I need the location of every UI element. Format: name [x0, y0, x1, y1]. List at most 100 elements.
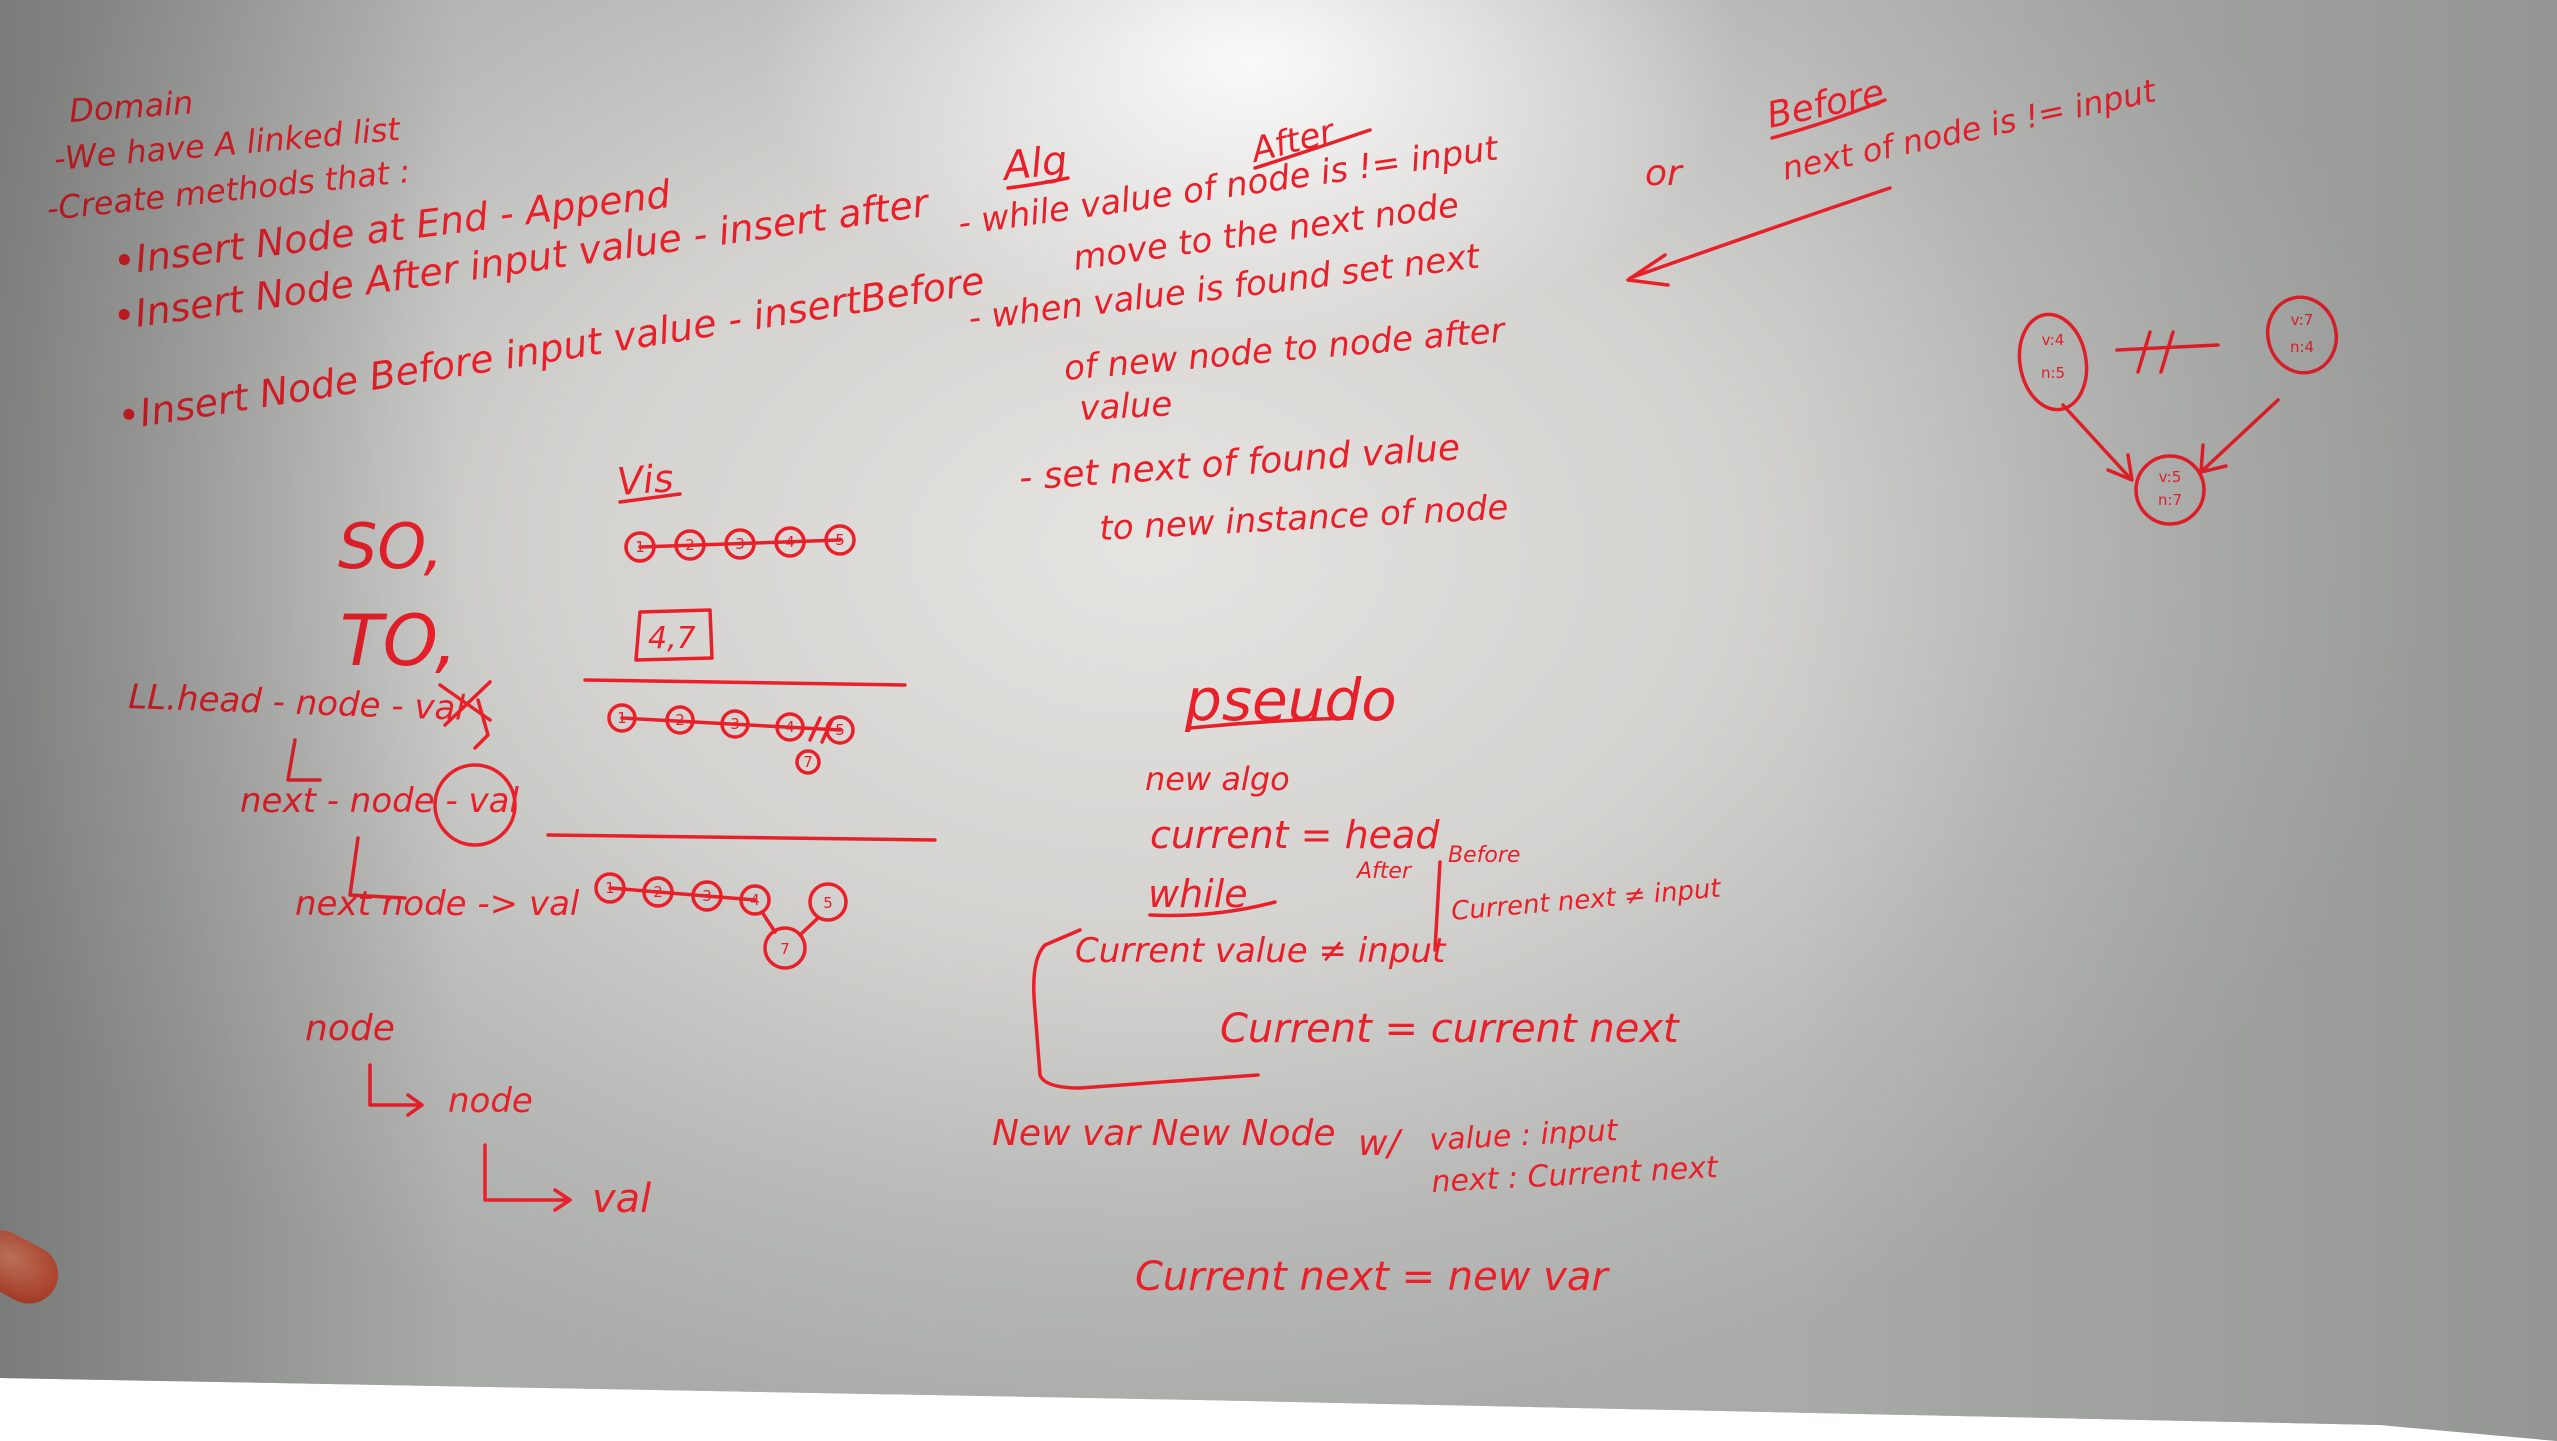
vis-row1-node-2	[674, 529, 706, 561]
vis-section: Vis 1 2 3 4 5 4,7 1 2 3	[546, 456, 937, 970]
side-break-marks	[2136, 330, 2175, 374]
vis-row3-node-2-label: 2	[653, 883, 663, 901]
pseudo-value-line: value : input	[1429, 1113, 1620, 1158]
node-chain-val: val	[592, 1176, 651, 1222]
vis-row2-node-4	[775, 712, 805, 742]
vis-row1-node-4	[774, 526, 806, 558]
pseudo-title-underline	[1188, 716, 1352, 730]
vis-row2-node-1	[607, 703, 637, 733]
pseudo-cond-before: Current next ≠ input	[1450, 873, 1723, 927]
ll-line-1: LL.head - node - val	[128, 677, 466, 729]
vis-row1-node-4-label: 4	[785, 533, 795, 551]
domain-title: Domain	[68, 83, 195, 130]
before-arrow	[1628, 186, 1892, 280]
vis-row2-break	[808, 716, 834, 744]
side-node-b	[2265, 295, 2339, 375]
node-chain-1: node	[305, 1008, 395, 1049]
side-arrowhead-b	[2199, 443, 2228, 474]
vis-row2-node-4-label: 4	[785, 718, 795, 736]
pseudo-loop-bracket	[1032, 928, 1260, 1090]
side-arrow-a-to-c	[2061, 403, 2132, 480]
vis-row3-node-2	[642, 876, 674, 908]
side-node-b-next: n:4	[2290, 338, 2314, 356]
alg-title-underline	[1006, 176, 1070, 190]
vis-row3-node-4-label: 4	[750, 891, 760, 909]
before-arrowhead	[1626, 253, 1670, 287]
alg-step-3a: - set next of found value	[1018, 427, 1462, 499]
alg-or-text: or	[1645, 153, 1684, 194]
vis-row1-node-5-label: 5	[835, 531, 845, 549]
node-chain-arrow-1	[368, 1063, 424, 1117]
vis-row2-node-5-label: 5	[835, 721, 845, 739]
ll-line-2: next - node - val	[240, 781, 519, 821]
side-arrow-b-to-c	[2201, 398, 2280, 472]
alg-before-underline	[1770, 98, 1887, 140]
pseudo-body: Current = current next	[1220, 1006, 1680, 1052]
vis-row1-node-1-label: 1	[635, 538, 645, 556]
side-node-a-next: n:5	[2041, 364, 2065, 382]
pseudo-after-label: After	[1355, 859, 1413, 884]
to-text: TO,	[340, 600, 457, 682]
pseudo-before-label: Before	[1448, 843, 1520, 868]
pseudo-line-1: new algo	[1145, 760, 1290, 798]
vis-row3-inserted-node	[763, 926, 807, 970]
ll-val-circle	[433, 763, 517, 847]
vis-row2-node-1-label: 1	[617, 709, 627, 727]
ll-corner-1	[286, 738, 322, 782]
pseudo-line-2: current = head	[1150, 813, 1440, 857]
pseudo-title: pseudo	[1184, 666, 1397, 734]
node-chain-arrow-2	[483, 1143, 572, 1212]
pseudo-while-underline	[1148, 900, 1277, 918]
vis-row3-node-1	[594, 872, 626, 904]
vis-divider-1	[583, 678, 907, 687]
vis-row1-line	[638, 538, 842, 549]
side-node-c-value: v:5	[2159, 468, 2182, 486]
vis-box	[634, 608, 714, 662]
pseudo-next-line: next : Current next	[1431, 1150, 1720, 1200]
vis-row3-node-1-label: 1	[605, 879, 615, 897]
vis-row3-links	[760, 910, 820, 937]
side-node-a	[2017, 312, 2089, 412]
vis-row2-node-2	[665, 705, 695, 735]
vis-row2-node-2-label: 2	[675, 711, 685, 729]
so-text: SO,	[338, 510, 443, 583]
vis-row3-node-5-label: 5	[823, 894, 833, 912]
ll-line-3: next node -> val	[295, 884, 580, 924]
pseudo-section: pseudo new algo current = head while Aft…	[992, 666, 1723, 1300]
alg-step-2c: value	[1078, 384, 1173, 429]
side-node-c-next: n:7	[2158, 491, 2182, 509]
side-node-b-value: v:7	[2291, 311, 2314, 329]
alg-title: Alg	[998, 138, 1069, 191]
side-diagram: v:4 n:5 v:7 n:4 v:5 n:7	[2017, 295, 2339, 526]
vis-row3-inserted-node-label: 7	[780, 940, 790, 958]
vis-row3-node-3-label: 3	[702, 887, 712, 905]
vis-row1-node-5	[824, 524, 856, 556]
vis-row1-node-1	[624, 531, 656, 563]
pseudo-newvar: New var New Node	[992, 1113, 1336, 1154]
domain-section: Domain -We have A linked list -Create me…	[45, 83, 988, 438]
pseudo-cond-after: Current value ≠ input	[1075, 931, 1447, 971]
vis-divider-2	[546, 833, 937, 842]
pseudo-with: w/	[1358, 1123, 1403, 1164]
side-node-c	[2134, 454, 2206, 526]
vis-row3-node-4	[739, 884, 771, 916]
vis-row3-node-5	[808, 882, 848, 922]
vis-row2-inserted-node	[795, 749, 821, 775]
vis-row1-node-3	[724, 528, 756, 560]
alg-step-2b: of new node to node after	[1062, 310, 1508, 389]
ll-corner-2	[348, 836, 407, 900]
alg-section: Alg After - while value of node is != in…	[956, 71, 2161, 549]
pseudo-while: while	[1148, 872, 1248, 916]
pseudo-final: Current next = new var	[1135, 1254, 1610, 1300]
node-chain-2: node	[448, 1081, 533, 1121]
pseudo-after-before-divider	[1433, 860, 1442, 952]
alg-after-underline	[1253, 128, 1372, 170]
vis-row3-node-3	[691, 880, 723, 912]
vis-row2-node-3	[720, 709, 750, 739]
so-to-section: SO, TO, LL.head - node - val next - node…	[128, 510, 652, 1222]
side-arrowhead-a	[2106, 453, 2134, 482]
vis-row3-line	[608, 886, 757, 902]
vis-row2-node-3-label: 3	[730, 715, 740, 733]
